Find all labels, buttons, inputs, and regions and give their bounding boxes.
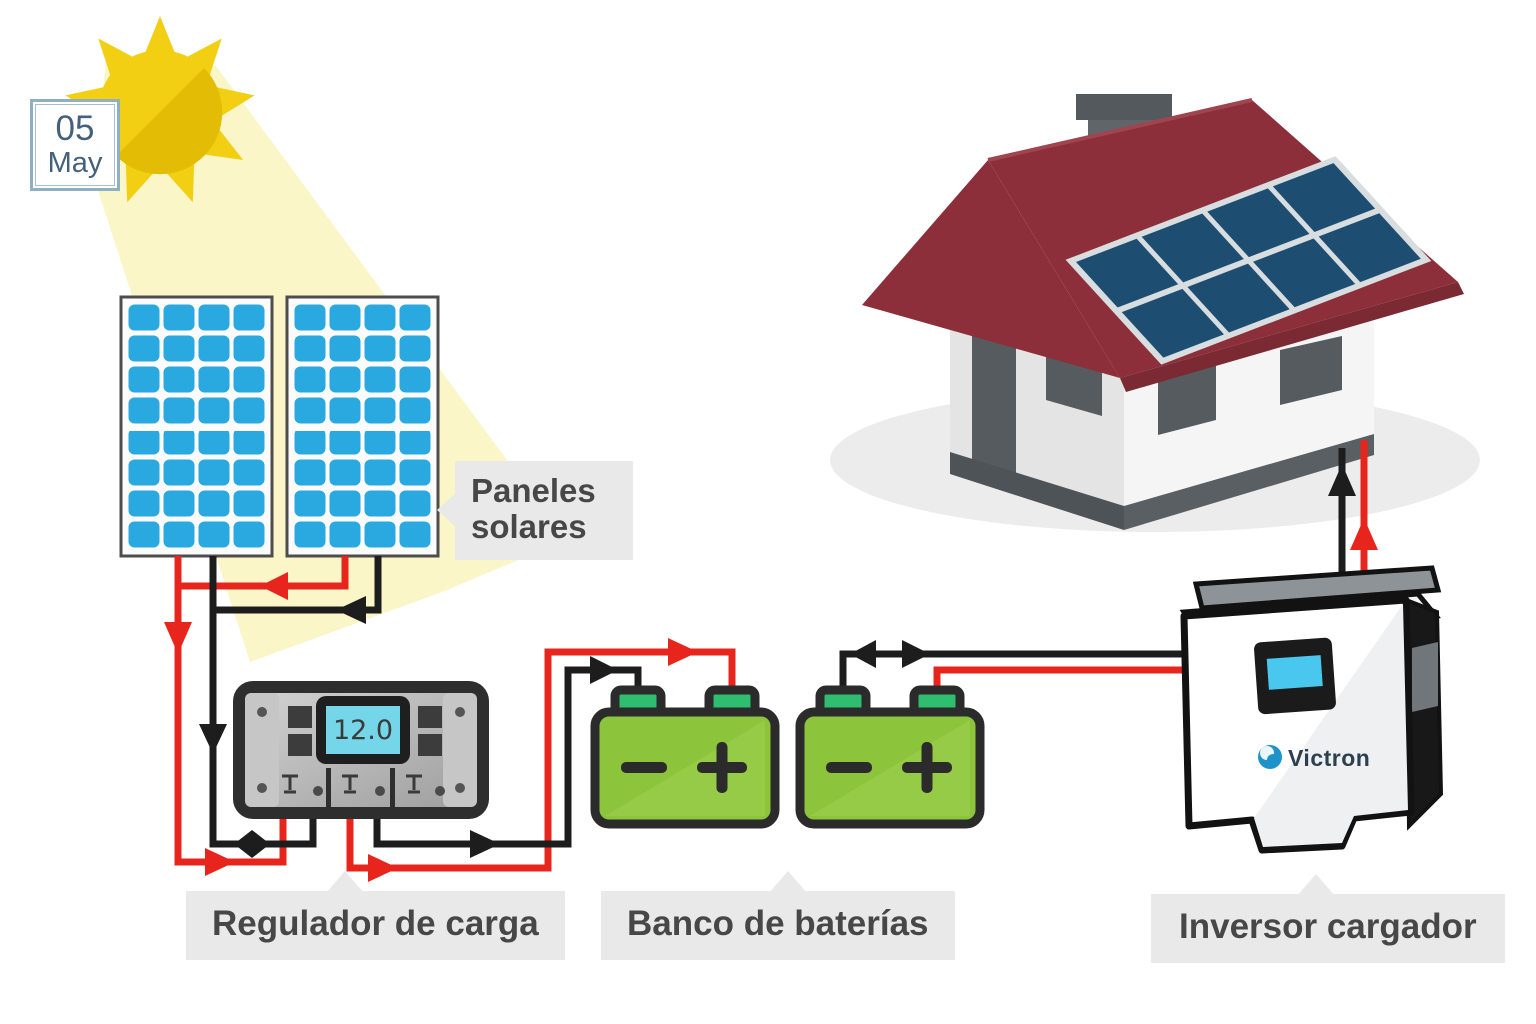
plus-symbol-icon — [716, 742, 728, 793]
inverter-heatsink-bar — [1192, 565, 1442, 611]
date-badge-day: 05 — [55, 109, 95, 149]
arrow-left-icon — [260, 572, 288, 600]
arrow-right-icon — [470, 830, 500, 858]
label-solar-panels: Paneles solares — [437, 461, 633, 560]
regulator-button[interactable] — [288, 706, 312, 728]
regulator-display-value: 12.0 — [333, 715, 393, 746]
house — [830, 94, 1480, 532]
inverter-side-vent — [1412, 642, 1438, 712]
plus-symbol-icon — [921, 742, 933, 793]
solar-panel-2 — [285, 295, 440, 558]
ground-terminal-icon — [282, 774, 422, 794]
battery-2 — [795, 685, 985, 829]
battery-1 — [590, 685, 780, 829]
label-battery-bank: Banco de baterías — [601, 871, 955, 960]
regulator-button[interactable] — [418, 706, 442, 728]
wire-black-regulator-to-battery — [373, 666, 642, 848]
inverter-charger: Victron — [1179, 565, 1444, 854]
regulator-terminal-strip — [282, 768, 445, 807]
arrow-right-icon — [902, 640, 930, 668]
regulator-display: 12.0 — [316, 696, 410, 764]
inverter-brand: Victron — [1288, 745, 1370, 771]
label-solar-panels-line1: Paneles — [471, 472, 596, 509]
label-charge-regulator-text: Regulador de carga — [212, 904, 539, 943]
callout-pointer — [437, 493, 456, 527]
arrow-right-icon — [590, 656, 618, 684]
house-door — [972, 332, 1016, 476]
arrow-down-icon — [199, 724, 227, 754]
solar-panel-1 — [119, 295, 274, 558]
house-window-front-2 — [1280, 336, 1342, 405]
label-inverter-charger: Inversor cargador — [1151, 874, 1505, 963]
arrow-right-icon — [205, 848, 235, 876]
arrow-right-icon — [668, 638, 698, 666]
minus-symbol-icon — [621, 762, 667, 773]
house-base-front — [1124, 434, 1374, 530]
charge-regulator: 12.0 — [233, 681, 489, 819]
callout-pointer — [1297, 874, 1335, 896]
victron-logo-icon — [1258, 745, 1282, 769]
wire-black-battery-to-inverter — [839, 650, 1184, 716]
minus-symbol-icon — [826, 762, 872, 773]
regulator-button[interactable] — [288, 734, 312, 756]
label-charge-regulator: Regulador de carga — [186, 871, 565, 960]
arrow-right-icon — [368, 854, 398, 882]
callout-pointer — [326, 871, 364, 893]
diamond-connector-icon — [234, 830, 270, 858]
wire-red-battery-to-inverter — [933, 666, 1184, 716]
arrow-up-icon — [1350, 518, 1378, 550]
inverter-display — [1254, 637, 1336, 715]
inverter-front-sheen — [1254, 604, 1408, 847]
label-inverter-charger-text: Inversor cargador — [1179, 907, 1477, 946]
arrow-up-icon — [1328, 464, 1356, 496]
red-flow-arrows — [164, 518, 1378, 882]
date-badge: 05 May — [30, 99, 120, 191]
wire-red-regulator-to-battery — [346, 648, 736, 872]
label-solar-panels-line2: solares — [471, 508, 587, 546]
date-badge-month: May — [47, 147, 103, 180]
arrow-left-icon — [336, 596, 366, 624]
black-flow-arrows — [199, 464, 1356, 858]
roof-solar-array — [1065, 156, 1432, 365]
label-battery-bank-text: Banco de baterías — [627, 904, 929, 943]
arrow-left-icon — [850, 640, 876, 668]
regulator-button[interactable] — [418, 734, 442, 756]
house-base-left — [950, 452, 1124, 530]
house-window-front-1 — [1158, 364, 1216, 435]
callout-pointer — [769, 871, 807, 893]
arrow-down-icon — [164, 622, 192, 654]
